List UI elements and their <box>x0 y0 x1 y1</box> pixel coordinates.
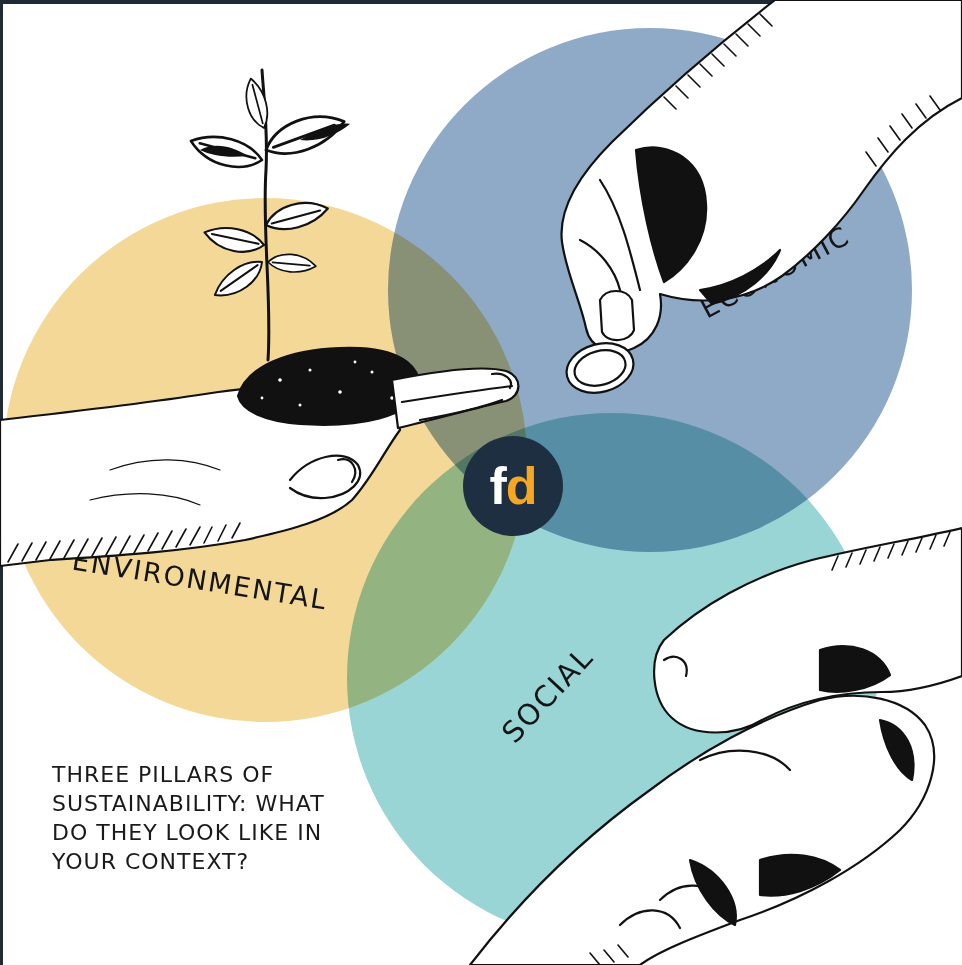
leaf <box>241 76 272 130</box>
caption-text: THREE PILLARS OF SUSTAINABILITY: WHAT DO… <box>52 760 332 876</box>
leaf-shade <box>200 124 350 157</box>
circle-fill <box>463 436 563 536</box>
logo-badge: fd <box>463 436 563 536</box>
frame-edge <box>0 0 962 4</box>
social-circle: SOCIAL <box>347 413 877 943</box>
circle-fill <box>347 413 877 943</box>
logo-text: fd <box>489 460 536 512</box>
leaf <box>260 106 349 163</box>
frame-edge <box>0 0 3 965</box>
circle-outline <box>347 413 877 943</box>
leaf <box>187 129 265 174</box>
hand-shade <box>880 720 913 780</box>
